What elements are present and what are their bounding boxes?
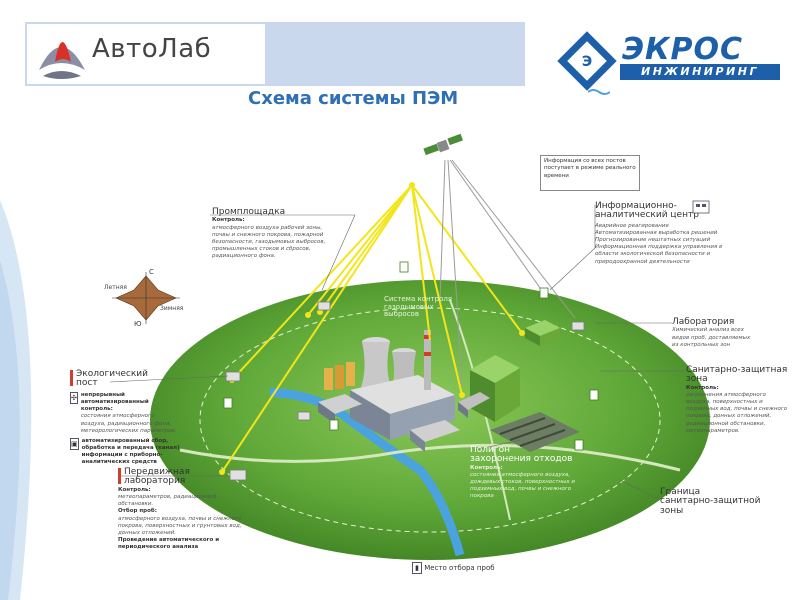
landfill-title-1: Полигон — [470, 445, 510, 455]
info-center-item-2: Автоматизированная выработка решений — [595, 230, 718, 237]
background-swoosh — [0, 200, 32, 600]
mobile-lab-sampling-label: Отбор проб: — [118, 508, 157, 515]
mobile-lab-controls-label: Контроль: — [118, 487, 151, 493]
monitor-icon: ▣ — [70, 437, 79, 450]
info-center-title-2: аналитический центр — [595, 210, 699, 221]
avtolab-wordmark: АвтоЛаб — [92, 34, 212, 64]
sanitary-zone-block: Санитарно-защитная зона Контроль: загряз… — [686, 365, 791, 435]
landfill — [490, 412, 580, 452]
sanitary-zone-items: загрязнения атмосферного воздуха, поверх… — [686, 392, 788, 434]
wind-rose-icon — [112, 272, 180, 324]
eco-post-block: Экологический пост ✣ непрерывный автомат… — [70, 369, 180, 466]
sampling-markers — [223, 261, 599, 451]
mobile-lab-analysis-label: Проведение автоматического и периодическ… — [118, 536, 220, 551]
landfill-items: состояния атмосферного воздуха, дождевых… — [470, 472, 575, 500]
wave-icon — [588, 89, 610, 95]
avtolab-logo — [27, 24, 265, 84]
mobile-lab-block: Передвижная лаборатория Контроль: метеоп… — [118, 467, 243, 551]
landfill-controls-label: Контроль: — [470, 464, 503, 471]
sanitary-zone-title: Санитарно-защитная зона — [686, 365, 788, 385]
laboratory-text: Химический анализ всех видов проб, доста… — [672, 327, 751, 348]
road — [179, 443, 681, 472]
eco-post-sub2: автоматизированный сбор, обработка и пер… — [81, 437, 180, 466]
computer-icon — [692, 200, 710, 214]
svg-text:Э: Э — [582, 54, 592, 70]
mobile-lab-controls-text: метеопараметров, радиационной обстановки… — [118, 494, 217, 508]
landfill-block: Полигон захоронения отходов Контроль: со… — [470, 445, 590, 501]
sampling-point-icon: ▮ — [412, 562, 422, 574]
sanitary-border-block: Граница санитарно-защитной зоны — [660, 487, 770, 516]
eco-post-sub1-text: состояния атмосферного воздуха, радиацио… — [80, 413, 177, 434]
signal-lines — [221, 184, 523, 473]
legend-sampling-point: ▮ Место отбора проб — [412, 562, 495, 574]
info-center-item-4: Информационная поддержка управления в об… — [595, 244, 723, 265]
wind-rose-north: С — [149, 268, 154, 276]
eco-post-title-1: Экологический — [76, 369, 148, 379]
avtolab-emblem-icon — [39, 42, 85, 79]
wind-rose-south: Ю — [134, 320, 142, 328]
laboratory-building — [525, 320, 560, 346]
sanitary-zone-border — [199, 307, 661, 533]
promploshchadka-controls-label: Контроль: — [212, 217, 245, 224]
sanitary-border-line-2: санитарно-защитной — [660, 496, 761, 507]
satellite-icon — [423, 133, 463, 156]
ekros-wordmark: ЭКРОС — [622, 32, 744, 67]
sanitary-zone-controls-label: Контроль: — [686, 384, 719, 391]
eco-post-title-2: пост — [76, 378, 98, 389]
eco-post-sub1-label: непрерывный автоматизированный контроль: — [80, 392, 149, 413]
promploshchadka-items: атмосферного воздуха рабочей зоны, почвы… — [212, 224, 326, 260]
fan-icon: ✣ — [70, 392, 78, 404]
realtime-info-box: Информация со всех постов поступает в ре… — [540, 155, 640, 191]
landfill-title-2: захоронения отходов — [470, 454, 573, 465]
mobile-lab-title-1: Передвижная — [124, 467, 190, 477]
info-center-item-3: Прогнозирование нештатных ситуаций — [595, 237, 711, 244]
data-lines — [439, 159, 576, 386]
legend-sampling-point-label: Место отбора проб — [424, 564, 495, 572]
promploshchadka-block: Промплощадка Контроль: атмосферного возд… — [212, 207, 327, 260]
wind-rose-winter: Зимняя — [160, 305, 184, 312]
ekros-emblem-icon: Э — [557, 31, 617, 91]
leader-lines — [109, 205, 695, 501]
promploshchadka-title: Промплощадка — [212, 207, 286, 217]
mobile-lab-sampling-text: атмосферного воздуха, почвы и снежного п… — [118, 515, 242, 536]
laboratory-block: Лаборатория Химический анализ всех видов… — [672, 317, 752, 349]
page-title: Схема системы ПЭМ — [248, 88, 459, 109]
control-system-label: Система контроля газодымовых выбросов — [384, 295, 453, 319]
industrial-complex — [318, 330, 460, 452]
info-center-item-1: Аварийное реагирование — [595, 222, 669, 229]
sanitary-border-line-1: Граница — [660, 487, 701, 497]
info-center-building — [458, 355, 520, 422]
info-center-title-1: Информационно- — [595, 201, 677, 211]
laboratory-title: Лаборатория — [672, 317, 735, 327]
info-center-block: Информационно- аналитический центр Авари… — [595, 201, 725, 266]
river — [269, 387, 465, 557]
ekros-subtitle: ИНЖИНИРИНГ — [620, 64, 780, 80]
mobile-lab-title-2: лаборатория — [124, 476, 186, 487]
sanitary-border-line-3: зоны — [660, 505, 684, 516]
wind-rose-summer: Летняя — [104, 284, 127, 291]
eco-post-units — [225, 301, 585, 481]
